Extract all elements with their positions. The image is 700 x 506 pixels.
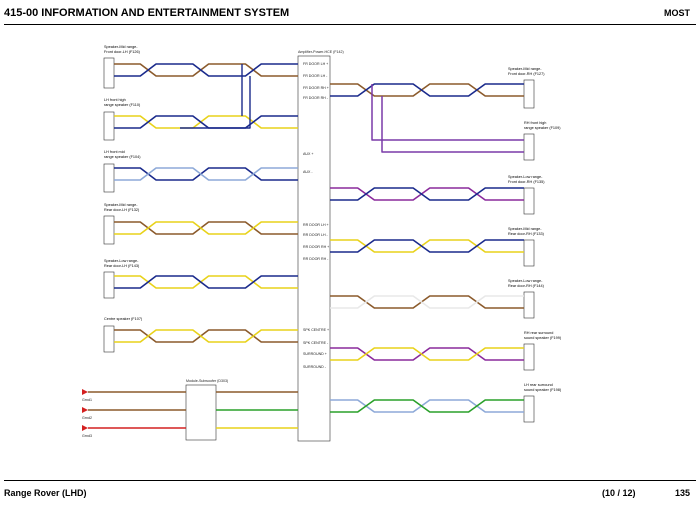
- page-header: 415-00 INFORMATION AND ENTERTAINMENT SYS…: [4, 4, 696, 25]
- speaker-label: range speaker (F110): [104, 103, 141, 107]
- amplifier-pin-label: AUX +: [303, 152, 314, 156]
- speaker-label: Speaker-Low range-: [104, 259, 139, 263]
- wire-twisted: [330, 83, 524, 97]
- speaker-box: [103, 57, 115, 89]
- speaker-label: Centre speaker (F107): [104, 317, 143, 321]
- amplifier-pin-label: FR DOOR RH +: [303, 86, 329, 90]
- ground-symbols: Grnd1 Grnd2 Grnd3: [82, 389, 92, 438]
- wire-twisted: [330, 399, 524, 413]
- speaker-label: sound speaker (F199): [524, 336, 562, 340]
- speaker-label: Rear door-LH (F132): [104, 208, 140, 212]
- amplifier-label: Amplifier-Power-HCE (F142): [298, 50, 344, 54]
- speaker-box: [523, 395, 535, 423]
- amplifier-pin-label: FR DOOR LH +: [303, 62, 328, 66]
- page-title: 415-00 INFORMATION AND ENTERTAINMENT SYS…: [4, 7, 290, 19]
- amplifier-pin-label: AUX -: [303, 170, 313, 174]
- speaker-label: Front door-RH (F135): [508, 180, 545, 184]
- speaker-box: [103, 325, 115, 353]
- amplifier-pin-label: SURROUND -: [303, 365, 327, 369]
- speaker-label: Rear door-RH (F144): [508, 284, 545, 288]
- wire-twisted: [330, 295, 524, 309]
- wire-twisted: [330, 239, 524, 253]
- wire-twisted: [330, 187, 524, 201]
- speaker-label: sound speaker (F198): [524, 388, 562, 392]
- speaker-label: Front door-LH (F126): [104, 50, 141, 54]
- amplifier-pin-labels: FR DOOR LH + FR DOOR LH - FR DOOR RH + FR D…: [303, 62, 329, 369]
- amplifier-pin-label: RR DOOR LH +: [303, 223, 329, 227]
- ground-label: Grnd3: [82, 434, 92, 438]
- vehicle-model: Range Rover (LHD): [4, 488, 87, 498]
- amplifier-pin-label: SPK CENTRE +: [303, 328, 329, 332]
- amplifier-pin-label: RR DOOR LH -: [303, 233, 329, 237]
- speaker-box: [523, 187, 535, 215]
- amplifier-pin-label: SPK CENTRE -: [303, 341, 329, 345]
- amplifier-pin-label: FR DOOR RH -: [303, 96, 329, 100]
- wire-twisted: [114, 167, 298, 181]
- speaker-box: [103, 111, 115, 141]
- wire-twisted: [330, 347, 524, 361]
- wire-twisted: [114, 329, 298, 343]
- subwoofer-box: [185, 384, 217, 441]
- speaker-label: RH rear surround: [524, 331, 553, 335]
- section-tag: MOST: [664, 8, 690, 18]
- amplifier-pin-label: SURROUND +: [303, 352, 327, 356]
- speaker-label: Rear door-RH (F133): [508, 232, 545, 236]
- speaker-box: [523, 133, 535, 161]
- amplifier-pin-label: RR DOOR RH -: [303, 257, 329, 261]
- left-speakers: Speaker-Mid range- Front door-LH (F126) …: [103, 45, 143, 353]
- speaker-box: [523, 239, 535, 267]
- speaker-label: Speaker-Mid range-: [508, 227, 542, 231]
- amplifier-pin-label: FR DOOR LH -: [303, 74, 328, 78]
- speaker-label: Speaker-Low range-: [508, 279, 543, 283]
- speaker-label: Front door-RH (F127): [508, 72, 545, 76]
- speaker-box: [103, 271, 115, 299]
- right-speakers: Speaker-Mid range- Front door-RH (F127) …: [508, 67, 562, 423]
- speaker-label: LH front high: [104, 98, 126, 102]
- speaker-label: Speaker-Mid range-: [508, 67, 542, 71]
- wires: [88, 63, 524, 429]
- speaker-box: [103, 163, 115, 193]
- speaker-label: Speaker-Low range-: [508, 175, 543, 179]
- speaker-label: LH front mid: [104, 150, 125, 154]
- amplifier-pin-label: RR DOOR RH +: [303, 245, 329, 249]
- sheet-number: (10 / 12): [602, 488, 636, 498]
- wire-link: [381, 96, 524, 153]
- wire-twisted: [114, 63, 298, 77]
- subwoofer-label: Module-Subwoofer (D303): [186, 379, 228, 383]
- speaker-label: Speaker-Mid range-: [104, 203, 138, 207]
- page-footer: Range Rover (LHD) (10 / 12) 135: [4, 480, 696, 503]
- speaker-box: [523, 79, 535, 109]
- ground-label: Grnd2: [82, 416, 92, 420]
- ground-label: Grnd1: [82, 398, 92, 402]
- speaker-label: range speaker (F109): [524, 126, 561, 130]
- wire-twisted: [114, 221, 298, 235]
- speaker-label: Speaker-Mid range-: [104, 45, 138, 49]
- wire-twisted: [114, 275, 298, 289]
- wire-link: [371, 84, 524, 141]
- speaker-box: [523, 291, 535, 319]
- speaker-label: RH front high: [524, 121, 546, 125]
- speaker-label: Rear door-LH (F143): [104, 264, 140, 268]
- speaker-box: [523, 343, 535, 371]
- speaker-label: range speaker (F104): [104, 155, 141, 159]
- speaker-label: LH rear surround: [524, 383, 553, 387]
- page-number: 135: [674, 488, 690, 498]
- wire-link: [180, 76, 251, 129]
- speaker-box: [103, 215, 115, 245]
- amplifier-box: [297, 55, 331, 442]
- wire-twisted: [114, 115, 298, 129]
